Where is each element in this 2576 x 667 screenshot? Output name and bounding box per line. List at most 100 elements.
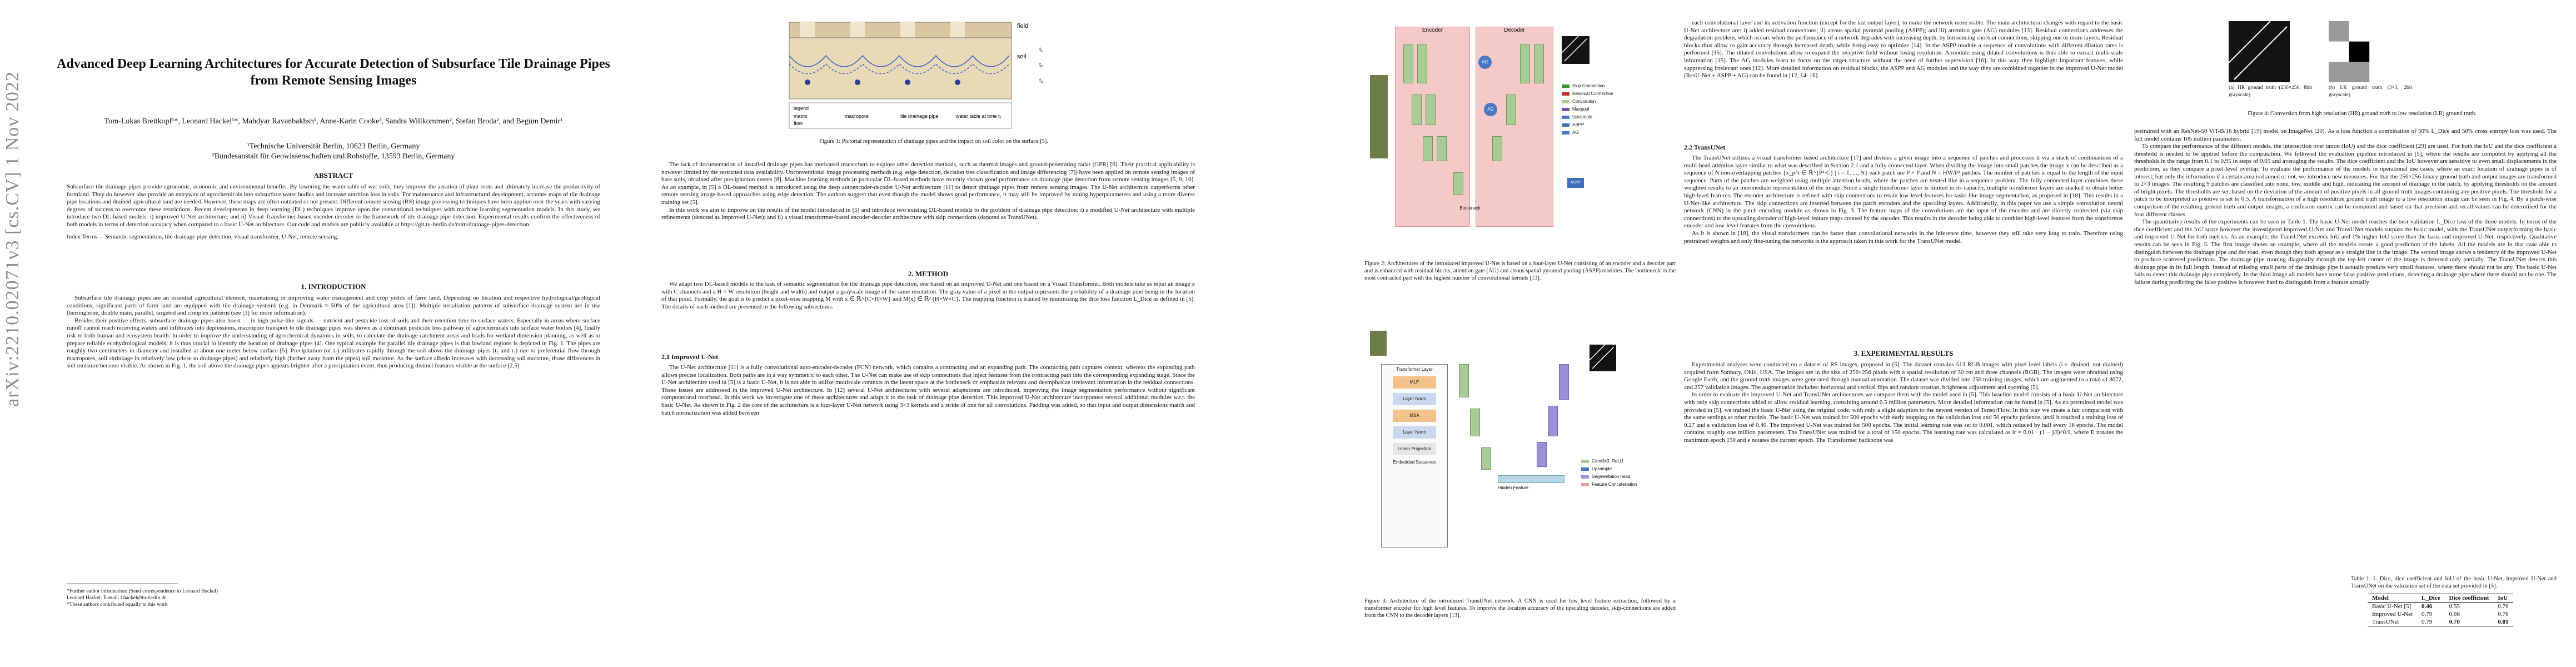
fig3-cnn-block-1 xyxy=(1459,364,1469,397)
index-terms: Index Terms— Semantic segmentation, tile… xyxy=(67,233,338,240)
fig2-enc-block-4 xyxy=(1426,94,1436,125)
fig1-legend-pipe: tile drainage pipe xyxy=(900,113,939,119)
legend-item: AG xyxy=(1562,130,1628,135)
page-4: (a) HR ground truth (256×256, 8bit grays… xyxy=(2123,0,2568,667)
figure-2-caption: Figure 2: Architectures of the introduce… xyxy=(1364,261,1676,281)
fig3-dec-block-2 xyxy=(1548,406,1558,436)
fig4a-caption: (a) HR ground truth (256×256, 8bit grays… xyxy=(2229,85,2312,98)
figure-4-caption: Figure 4: Conversion from high resolutio… xyxy=(2248,111,2477,117)
results-heading: 3. EXPERIMENTAL RESULTS xyxy=(1853,349,1954,357)
abstract-heading: ABSTRACT xyxy=(313,171,353,180)
table-header-cell: IoU xyxy=(2498,595,2508,601)
legend-item: Residual Connection xyxy=(1562,91,1628,96)
fig1-legend-macropore: macropore xyxy=(845,113,869,119)
fig2-enc-block-5 xyxy=(1423,136,1433,161)
fig3-mlp: MLP xyxy=(1393,376,1436,389)
fig3-layer-norm-2: Layer Norm xyxy=(1393,426,1436,439)
fig2-ag-node-1: AG xyxy=(1478,56,1492,69)
figure-1-diagram: field soil t₁ t₂ t₃ legend matrix flow m… xyxy=(789,22,1043,129)
fig2-output-image xyxy=(1561,36,1590,64)
fig2-aspp-box: ASPP xyxy=(1567,178,1584,188)
paper-title: Advanced Deep Learning Architectures for… xyxy=(57,57,610,88)
fig2-bottleneck-block xyxy=(1453,172,1463,195)
table-1-caption: Table 1: L_Dice, dice coefficient and Io… xyxy=(2351,576,2557,589)
fig2-dec-block-2 xyxy=(1506,94,1516,125)
fig3-cnn-block-2 xyxy=(1470,409,1480,436)
p4-paragraph-1: pretrained with an ResNet-50 ViT-B/16 hy… xyxy=(2134,128,2557,142)
figure-3-caption: Figure 3: Architecture of the introduced… xyxy=(1364,598,1676,619)
abstract-body: Subsurface tile drainage pipes provide a… xyxy=(67,183,600,228)
legend-swatch xyxy=(1581,459,1589,463)
figure-4: (a) HR ground truth (256×256, 8bit grays… xyxy=(2129,17,2562,106)
fig3-transformer-panel: Transformer Layer MLP Layer Norm MSA Lay… xyxy=(1381,364,1448,547)
table-cell: 0.79 xyxy=(2421,611,2433,618)
figure-1-caption: Figure 1: Pictorial representation of dr… xyxy=(819,138,1048,145)
legend-label: Conv3x3, ReLU xyxy=(1592,459,1623,464)
legend-swatch xyxy=(1562,115,1569,119)
fig1-legend-water-table: water table at time t₁ xyxy=(955,113,1001,119)
figure-3: Transformer Layer MLP Layer Norm MSA Lay… xyxy=(1370,331,1659,592)
table-cell: 0.55 xyxy=(2449,603,2460,610)
fig3-layer-norm-1: Layer Norm xyxy=(1393,393,1436,405)
table-cell: TransUNet xyxy=(2372,619,2399,625)
legend-swatch xyxy=(1562,84,1569,88)
fig4b-lr-ground-truth xyxy=(2329,21,2390,82)
legend-swatch xyxy=(1562,99,1569,103)
intro-heading: 1. INTRODUCTION xyxy=(301,282,366,291)
fig2-enc-block-1 xyxy=(1403,44,1413,83)
footnote-3: *These authors contributed equally to th… xyxy=(67,602,168,608)
legend-label: Upsample xyxy=(1592,466,1612,471)
footnote-1: *Further author information: (Send corre… xyxy=(67,589,218,594)
page-3-right-column: each convolutional layer and its activat… xyxy=(1684,19,2123,80)
legend-swatch xyxy=(1562,107,1569,111)
fig2-encoder-label: Encoder xyxy=(1422,27,1443,33)
unet-text: The U-Net architecture [11] is a fully c… xyxy=(661,364,1195,417)
p2-paragraph-2: In this work we aim to improve on the re… xyxy=(661,206,1195,221)
fig1-label-t2: t₂ xyxy=(1039,62,1043,68)
fig1-legend-box xyxy=(789,102,1012,129)
fig4b-caption: (b) LR ground truth (3×3, 2bit grayscale… xyxy=(2329,85,2412,98)
legend-item: ASPP xyxy=(1562,122,1628,127)
fig2-ag-node-2: AG xyxy=(1484,103,1497,116)
legend-item: Convolution xyxy=(1562,99,1628,104)
field-stripes xyxy=(800,22,965,38)
fig2-decoder-label: Decoder xyxy=(1504,27,1525,33)
fig1-legend-title: legend xyxy=(794,106,809,111)
legend-swatch xyxy=(1581,482,1589,486)
fig3-msa: MSA xyxy=(1393,410,1436,422)
arxiv-id: arXiv:2210.02071v3 [cs.CV] 1 Nov 2022 xyxy=(2,71,23,407)
p4-paragraph-3: The quantitative results of the experime… xyxy=(2134,218,2557,286)
results-text: Experimental analyses were conducted on … xyxy=(1684,361,2123,445)
legend-item: Segmentation head xyxy=(1581,474,1653,479)
legend-label: Upsample xyxy=(1572,115,1593,120)
legend-swatch xyxy=(1562,92,1569,96)
intro-paragraph-2: Besides their positive effects, subsurfa… xyxy=(67,317,600,370)
drainage-pipes xyxy=(805,79,960,85)
unet-paragraph: The U-Net architecture [11] is a fully c… xyxy=(661,364,1195,416)
arxiv-stamp: arXiv:2210.02071v3 [cs.CV] 1 Nov 2022 xyxy=(2,44,23,434)
fig1-label-soil: soil xyxy=(1017,53,1027,60)
legend-label: Segmentation head xyxy=(1592,474,1631,479)
fig3-hidden-feature-bar xyxy=(1498,475,1564,483)
legend-item: Feature Concatenation xyxy=(1581,482,1653,487)
page-3: Encoder Decoder AG AG Bottleneck ASPP Sk… xyxy=(1234,0,2129,667)
legend-swatch xyxy=(1562,131,1569,135)
table-cell: 0.79 xyxy=(2421,619,2433,625)
legend-swatch xyxy=(1581,467,1589,471)
page-1: Advanced Deep Learning Architectures for… xyxy=(44,0,634,667)
table-cell: 0.78 xyxy=(2498,611,2509,618)
fig3-transformer-label: Transformer Layer xyxy=(1396,367,1433,372)
legend-label: Convolution xyxy=(1572,99,1596,104)
legend-item: Maxpool xyxy=(1562,107,1628,112)
affiliation-2: ²Bundesanstalt für Geowissenschaften und… xyxy=(212,152,455,161)
legend-item: Upsample xyxy=(1581,466,1653,471)
legend-label: Residual Connection xyxy=(1572,91,1613,96)
table-cell: 0.46 xyxy=(2421,603,2433,610)
p3-paragraph-1: each convolutional layer and its activat… xyxy=(1684,19,2123,79)
fig2-dec-block-3 xyxy=(1520,44,1530,83)
fig3-cnn-block-3 xyxy=(1481,447,1491,470)
intro-text: Subsurface tile drainage pipes are an es… xyxy=(67,295,600,370)
method-text: We adapt two DL-based models to the task… xyxy=(661,281,1195,311)
